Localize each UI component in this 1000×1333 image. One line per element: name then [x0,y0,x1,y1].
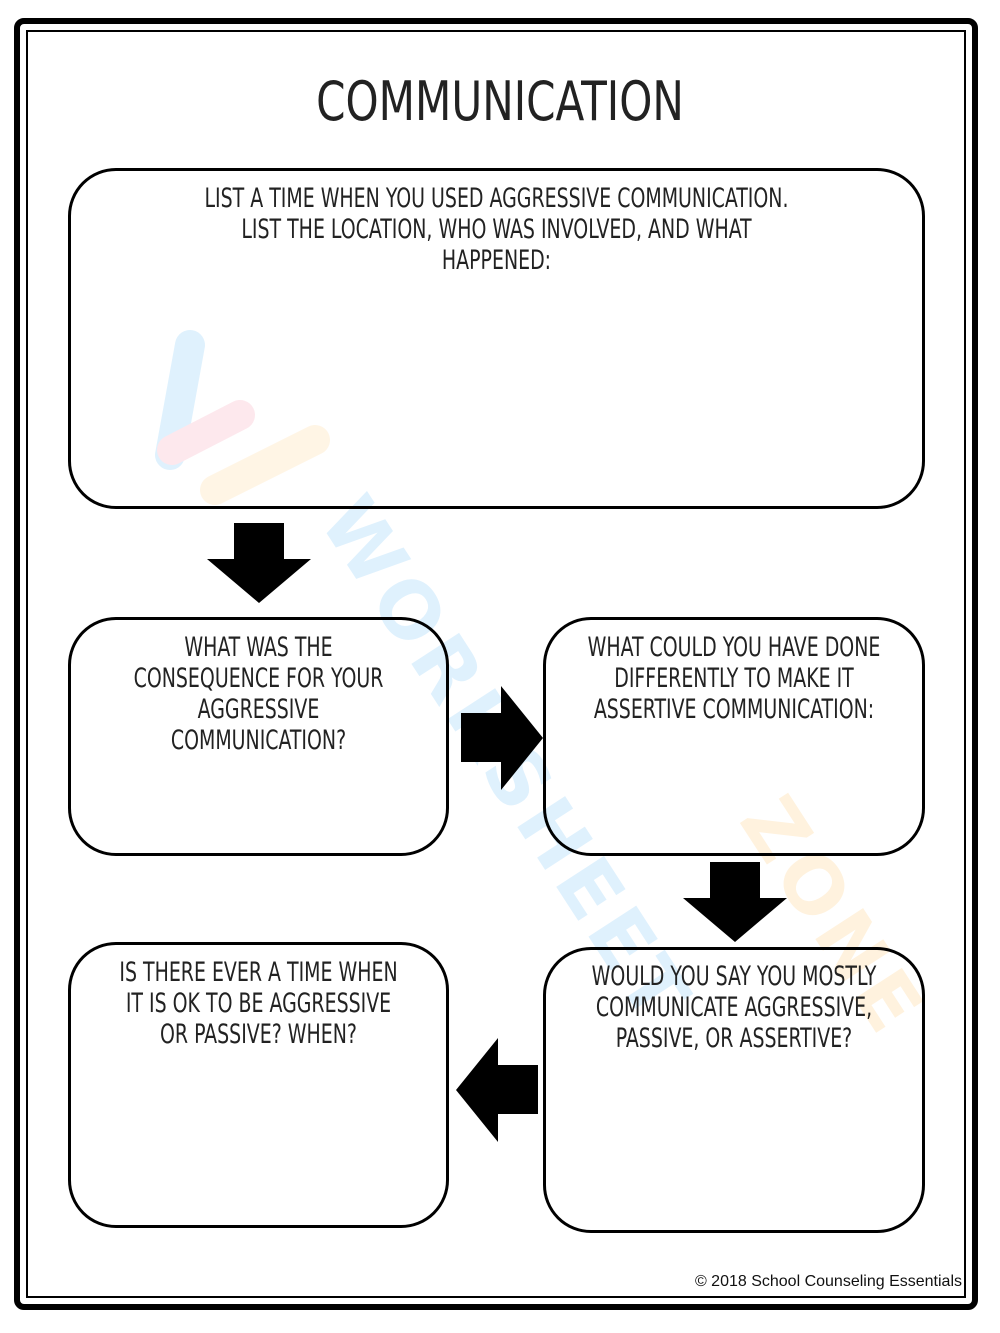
worksheet-title: COMMUNICATION [316,70,684,133]
arrow-right-icon [461,686,543,790]
arrow-down-icon [683,862,787,942]
prompt-text: IS THERE EVER A TIME WHEN IT IS OK TO BE… [119,957,398,1050]
page-border [14,18,978,1310]
prompt-text: LIST A TIME WHEN YOU USED AGGRESSIVE COM… [204,183,789,276]
prompt-box-aggressive-time[interactable]: LIST A TIME WHEN YOU USED AGGRESSIVE COM… [68,168,925,509]
prompt-text: WOULD YOU SAY YOU MOSTLY COMMUNICATE AGG… [591,961,877,1054]
prompt-box-consequence[interactable]: WHAT WAS THE CONSEQUENCE FOR YOUR AGGRES… [68,617,449,856]
arrow-left-icon [456,1038,538,1142]
prompt-box-mostly-communicate[interactable]: WOULD YOU SAY YOU MOSTLY COMMUNICATE AGG… [543,947,925,1233]
prompt-box-ok-to-be-aggressive[interactable]: IS THERE EVER A TIME WHEN IT IS OK TO BE… [68,942,449,1228]
prompt-text: WHAT WAS THE CONSEQUENCE FOR YOUR AGGRES… [133,632,384,756]
arrow-down-icon [207,523,311,603]
page-border-inner [26,30,966,1298]
prompt-box-assertive-alternative[interactable]: WHAT COULD YOU HAVE DONE DIFFERENTLY TO … [543,617,925,856]
copyright-footer: © 2018 School Counseling Essentials [694,1273,962,1290]
prompt-text: WHAT COULD YOU HAVE DONE DIFFERENTLY TO … [587,632,881,725]
